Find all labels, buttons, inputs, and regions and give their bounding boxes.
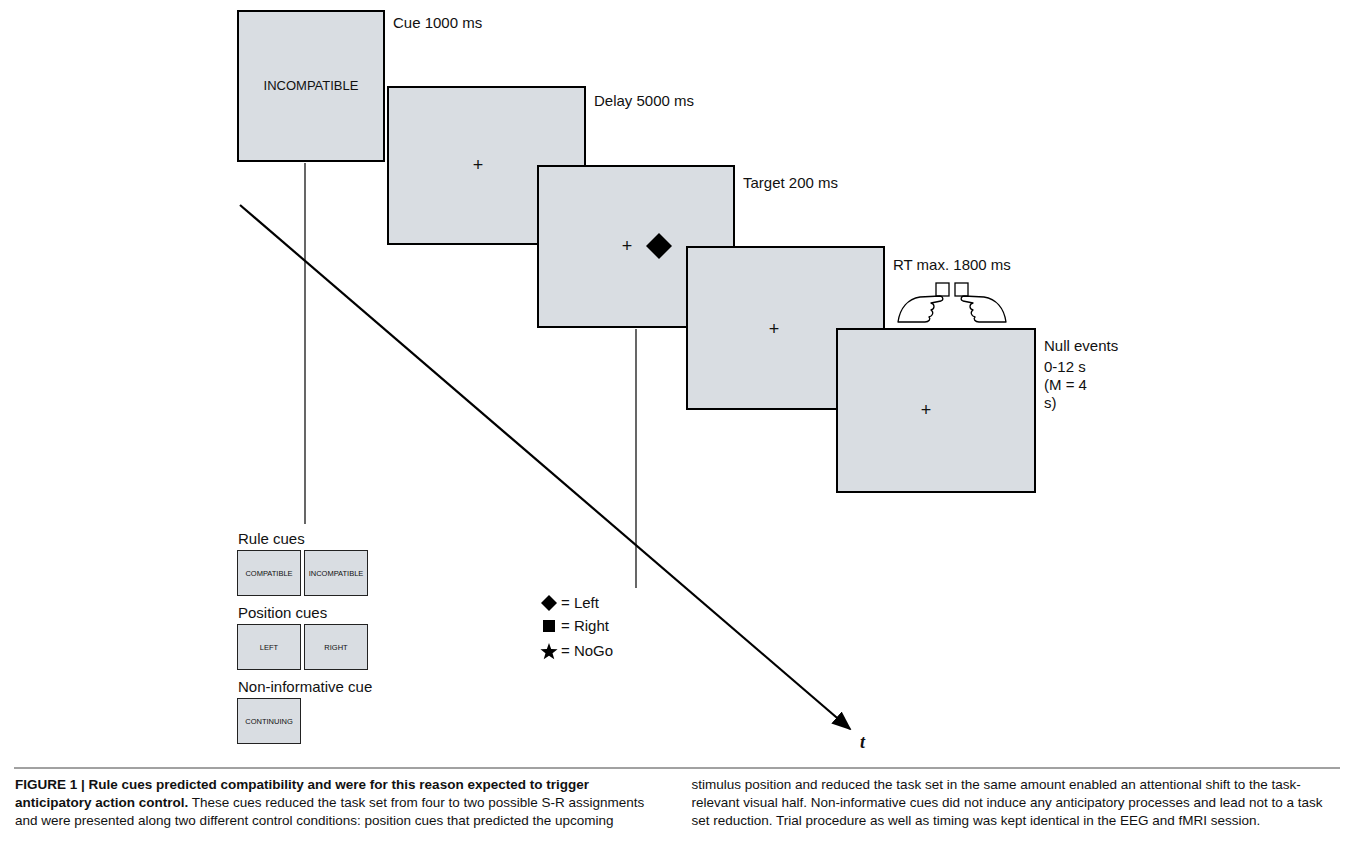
square-symbol: [543, 620, 555, 632]
caption-rule: [14, 768, 1340, 769]
legend-entry: = Right: [561, 617, 609, 635]
cue-word: COMPATIBLE: [245, 569, 292, 578]
response-button: [936, 283, 949, 296]
duration-label: Target 200 ms: [743, 174, 838, 192]
hand-icon: [961, 296, 1006, 322]
legend-text: = Left: [561, 594, 599, 611]
duration-label: Delay 5000 ms: [594, 92, 694, 110]
screen-frame: Null events0-12 s (M = 4 s)+: [836, 328, 1036, 493]
cue-box: LEFT: [237, 624, 301, 670]
leader-line: [304, 163, 305, 524]
duration-label: Cue 1000 ms: [393, 14, 482, 32]
hand-icon: [898, 296, 943, 322]
fixation-cross: +: [769, 319, 780, 341]
screen-frame: Cue 1000 msINCOMPATIBLE: [237, 10, 385, 162]
cue-box: COMPATIBLE: [237, 550, 301, 596]
group-label: Rule cues: [238, 530, 305, 548]
fixation-cross: +: [473, 155, 484, 177]
duration-label: Null events: [1044, 337, 1118, 355]
figure-caption: FIGURE 1 | Rule cues predicted compatibi…: [15, 776, 1340, 830]
legend-text: = NoGo: [561, 642, 613, 659]
cue-box: RIGHT: [304, 624, 368, 670]
cue-word: CONTINUING: [245, 717, 293, 726]
response-button: [955, 283, 968, 296]
legend-entry: = NoGo: [561, 642, 613, 660]
duration-label: RT max. 1800 ms: [893, 256, 1011, 274]
fixation-cross: +: [622, 236, 633, 258]
cue-box: CONTINUING: [237, 698, 301, 744]
cue-word: INCOMPATIBLE: [264, 78, 359, 94]
group-label: Non-informative cue: [238, 678, 372, 696]
time-label: t: [860, 732, 865, 754]
fixation-cross: +: [921, 400, 932, 422]
cue-word: INCOMPATIBLE: [309, 569, 364, 578]
star-symbol: [540, 643, 557, 659]
target-diamond: [646, 233, 672, 259]
legend-text: = Right: [561, 617, 609, 634]
duration-label: 0-12 s (M = 4 s): [1044, 358, 1102, 412]
cue-box: INCOMPATIBLE: [304, 550, 368, 596]
leader-line: [635, 329, 636, 588]
legend-entry: = Left: [561, 594, 599, 612]
group-label: Position cues: [238, 604, 327, 622]
diamond-symbol: [541, 595, 557, 611]
cue-word: LEFT: [260, 643, 278, 652]
cue-word: RIGHT: [324, 643, 347, 652]
